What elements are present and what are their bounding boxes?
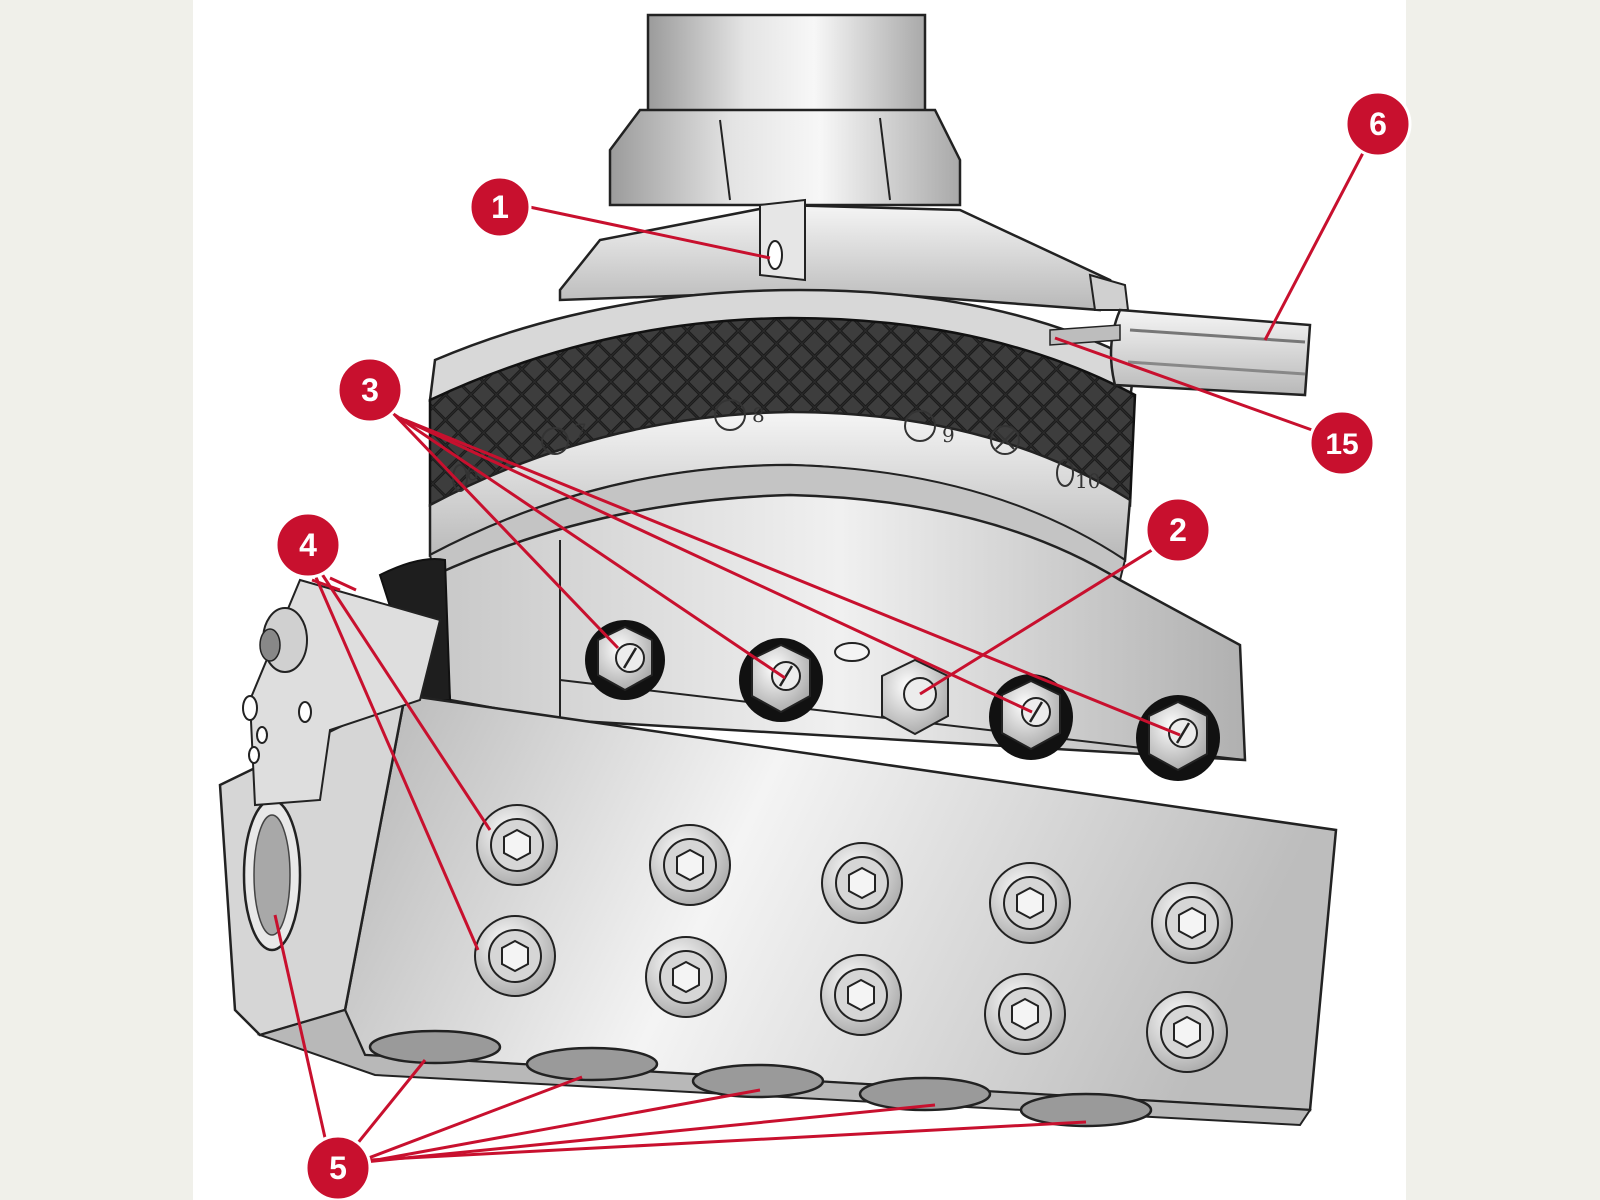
screw-3a [585, 620, 665, 700]
cap-screw [1151, 882, 1233, 964]
callout-4: 4 [274, 511, 342, 579]
cap-screw [1146, 991, 1228, 1073]
callout-2: 2 [1144, 496, 1212, 564]
callout-6-label: 6 [1369, 106, 1387, 142]
upper-collar [558, 198, 1130, 312]
leader-lines [273, 129, 1377, 1167]
cap-screw [984, 973, 1066, 1055]
callout-15-label: 15 [1325, 428, 1358, 461]
dial-mark-9: 9 [942, 423, 955, 447]
cap-screw [821, 842, 903, 924]
callout-3: 3 [336, 356, 404, 424]
dial-mark-6: 6 [466, 461, 479, 485]
callout-6: 6 [1344, 90, 1412, 158]
dial-mark-7: 7 [574, 419, 587, 443]
callout-3-label: 3 [361, 372, 379, 408]
collar-pin-hole [767, 240, 783, 270]
zero-mark-icon [990, 425, 1020, 455]
cap-screw [474, 915, 556, 997]
cap-screw [989, 862, 1071, 944]
screw-3b [739, 638, 823, 722]
screw-3c [989, 674, 1073, 760]
callout-5-label: 5 [329, 1150, 347, 1186]
cap-screw [645, 936, 727, 1018]
callout-5: 5 [304, 1134, 372, 1200]
cap-screw [649, 824, 731, 906]
tool-holes [368, 1029, 1153, 1128]
cap-screw [820, 954, 902, 1036]
dial-mark-8: 8 [752, 403, 765, 427]
shank [608, 13, 962, 207]
callout-2-label: 2 [1169, 512, 1187, 548]
callout-15: 15 [1308, 409, 1376, 477]
callouts: 1 2 3 4 5 6 15 [274, 90, 1412, 1200]
slotted-screws [585, 620, 1220, 781]
cap-screw [476, 804, 558, 886]
callout-4-label: 4 [299, 527, 317, 563]
callout-1-label: 1 [491, 189, 509, 225]
screw-3d [1136, 695, 1220, 781]
dial-mark-10: 10 [1075, 469, 1100, 493]
callout-1: 1 [468, 175, 532, 239]
cap-screw-grid [474, 804, 1233, 1073]
